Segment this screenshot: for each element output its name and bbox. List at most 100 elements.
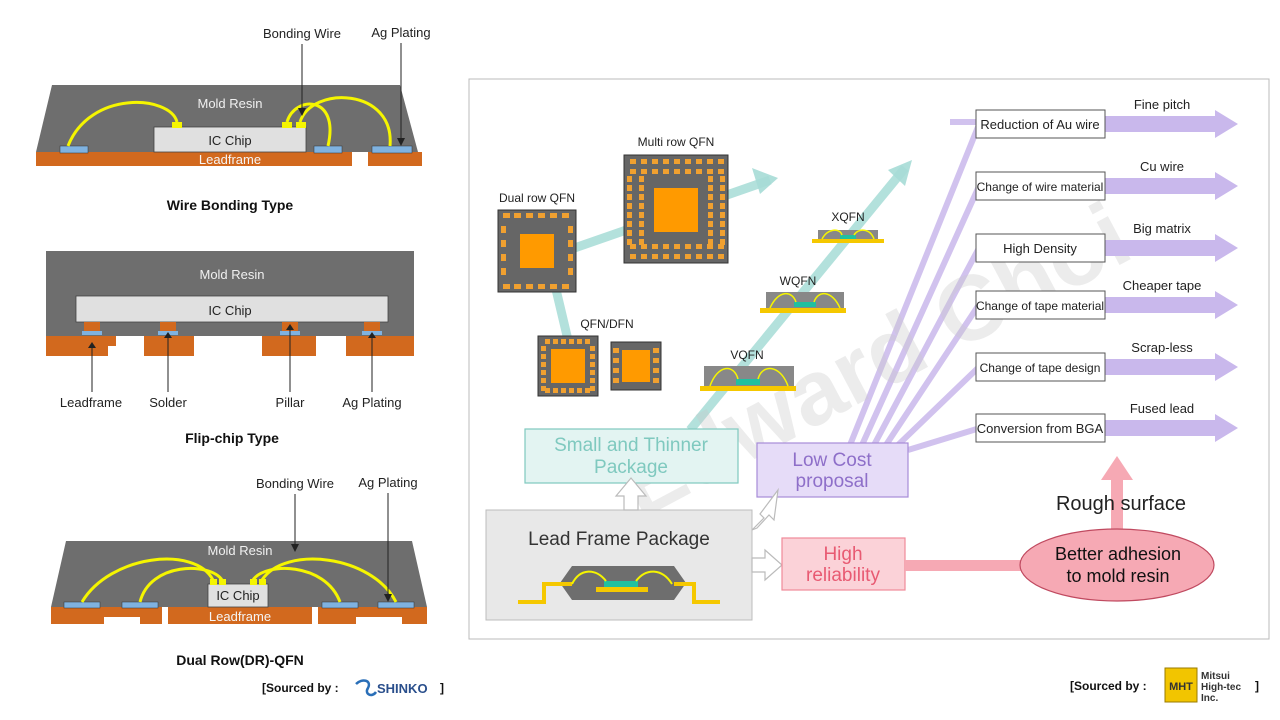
improvement-box (975, 109, 1106, 139)
multi-row-qfn-label: Multi row QFN (638, 135, 715, 149)
leadframe-segment (262, 336, 316, 356)
lavender-arrow (1105, 172, 1238, 200)
ag-plating-callout: Ag Plating (358, 475, 417, 490)
improvement-result-label: Fused lead (1130, 401, 1194, 416)
high-reliability-line1: High (823, 544, 862, 565)
pink-connector (905, 560, 1023, 571)
bond-pad (210, 579, 217, 585)
die (794, 302, 816, 307)
improvement-result-label: Big matrix (1133, 221, 1191, 236)
leadframe-label: Leadframe (209, 609, 271, 624)
leadframe-strip (760, 308, 846, 313)
shinko-logo-icon (355, 679, 378, 697)
xqfn-label: XQFN (831, 210, 864, 224)
ag-plating-pad (121, 601, 159, 609)
pillar-label: Pillar (276, 395, 306, 410)
bond-pad (282, 122, 292, 128)
bonding-wire (251, 566, 342, 603)
wqfn-package: WQFN (760, 274, 846, 313)
lead-pads (541, 339, 595, 393)
wqfn-label: WQFN (780, 274, 817, 288)
leadframe-segment (318, 607, 427, 624)
leadframe-segment (51, 607, 162, 624)
teal-arrowhead (752, 168, 778, 194)
bonding-wire (821, 229, 875, 240)
bonding-wire-callout: Bonding Wire (263, 26, 341, 41)
vqfn-label: VQFN (730, 348, 763, 362)
source-prefix: [Sourced by : (262, 681, 339, 695)
leadframe-segment (346, 336, 414, 356)
solder-label: Solder (149, 395, 187, 410)
die-pad (622, 350, 650, 382)
pink-arrow-shaft (1111, 478, 1123, 534)
high-reliability-box: High reliability (781, 537, 906, 591)
bond-pad (250, 579, 257, 585)
die (840, 235, 856, 239)
improvement-result-label: Cu wire (1140, 159, 1184, 174)
lead-pads (627, 159, 725, 259)
dual-row-qfn-diagram: Mold Resin IC Chip Leadframe Bonding Wir… (51, 475, 427, 668)
leadframe-strip (700, 386, 796, 391)
lead (518, 582, 572, 604)
bonding-wire (298, 96, 392, 147)
improvement-box (975, 352, 1106, 382)
leadframe-segment (46, 336, 116, 356)
leadframe-center (108, 152, 352, 166)
callout-arrowhead (397, 138, 405, 146)
small-thinner-line1: Small and Thinner (554, 435, 709, 456)
lavender-arrow (1105, 234, 1238, 262)
bond-pad (296, 122, 306, 128)
source-suffix: ] (440, 681, 444, 695)
leadframe-segment (144, 336, 194, 356)
ic-chip-label: IC Chip (208, 133, 251, 148)
lead-pads (613, 348, 659, 383)
hollow-arrows (614, 477, 783, 582)
improvement-box-label: High Density (1003, 241, 1077, 256)
small-thinner-box: Small and Thinner Package (524, 428, 739, 484)
mht-source: [Sourced by : MHT Mitsui High-tec Inc. ] (1070, 667, 1259, 704)
vqfn-package: VQFN (700, 348, 796, 391)
mold-resin-label: Mold Resin (197, 96, 262, 111)
ic-chip (207, 583, 269, 608)
mht-logo-text: MHT (1169, 681, 1193, 693)
bonding-wire (709, 367, 789, 387)
low-cost-line1: Low Cost (792, 450, 872, 471)
improvement-box-label: Reduction of Au wire (980, 117, 1099, 132)
rough-surface-label: Rough surface (1056, 493, 1186, 515)
mold-resin-label: Mold Resin (207, 543, 272, 558)
bonding-wire (66, 101, 179, 147)
dual-row-caption: Dual Row(DR)-QFN (176, 652, 304, 668)
improvement-result-label: Scrap-less (1131, 340, 1193, 355)
lavender-arrow (1105, 414, 1238, 442)
die-pad (520, 234, 554, 268)
pink-arrowhead (1101, 456, 1133, 480)
callout-arrowhead (291, 544, 299, 552)
leadframe-center (168, 607, 312, 624)
mold-resin-label: Mold Resin (199, 267, 264, 282)
die-pad (551, 349, 585, 383)
shinko-brand: SHINKO (377, 681, 428, 696)
lead-frame-package-box: Lead Frame Package (485, 509, 753, 621)
lavender-arrow (1105, 110, 1238, 138)
ag-plating-pad (377, 601, 415, 609)
improvement-box (975, 290, 1106, 320)
callout-arrowhead (88, 342, 96, 348)
callout-arrowhead (164, 332, 172, 338)
improvement-box (975, 171, 1106, 201)
ag-plating-pad (321, 601, 359, 609)
improvement-box (975, 233, 1106, 263)
better-adhesion-line2: to mold resin (1066, 566, 1169, 586)
package-body (818, 230, 878, 239)
xqfn-package: XQFN (812, 210, 884, 243)
lavender-arrow (1105, 291, 1238, 319)
ic-chip (75, 295, 389, 323)
teal-arrowhead (888, 160, 912, 186)
leadframe-label: Leadframe (60, 395, 122, 410)
leadframe-right (368, 152, 422, 166)
dual-row-qfn-label: Dual row QFN (499, 191, 575, 205)
high-reliability-line2: reliability (806, 565, 880, 586)
ag-plating-pad (63, 601, 101, 609)
source-prefix: [Sourced by : (1070, 679, 1147, 693)
